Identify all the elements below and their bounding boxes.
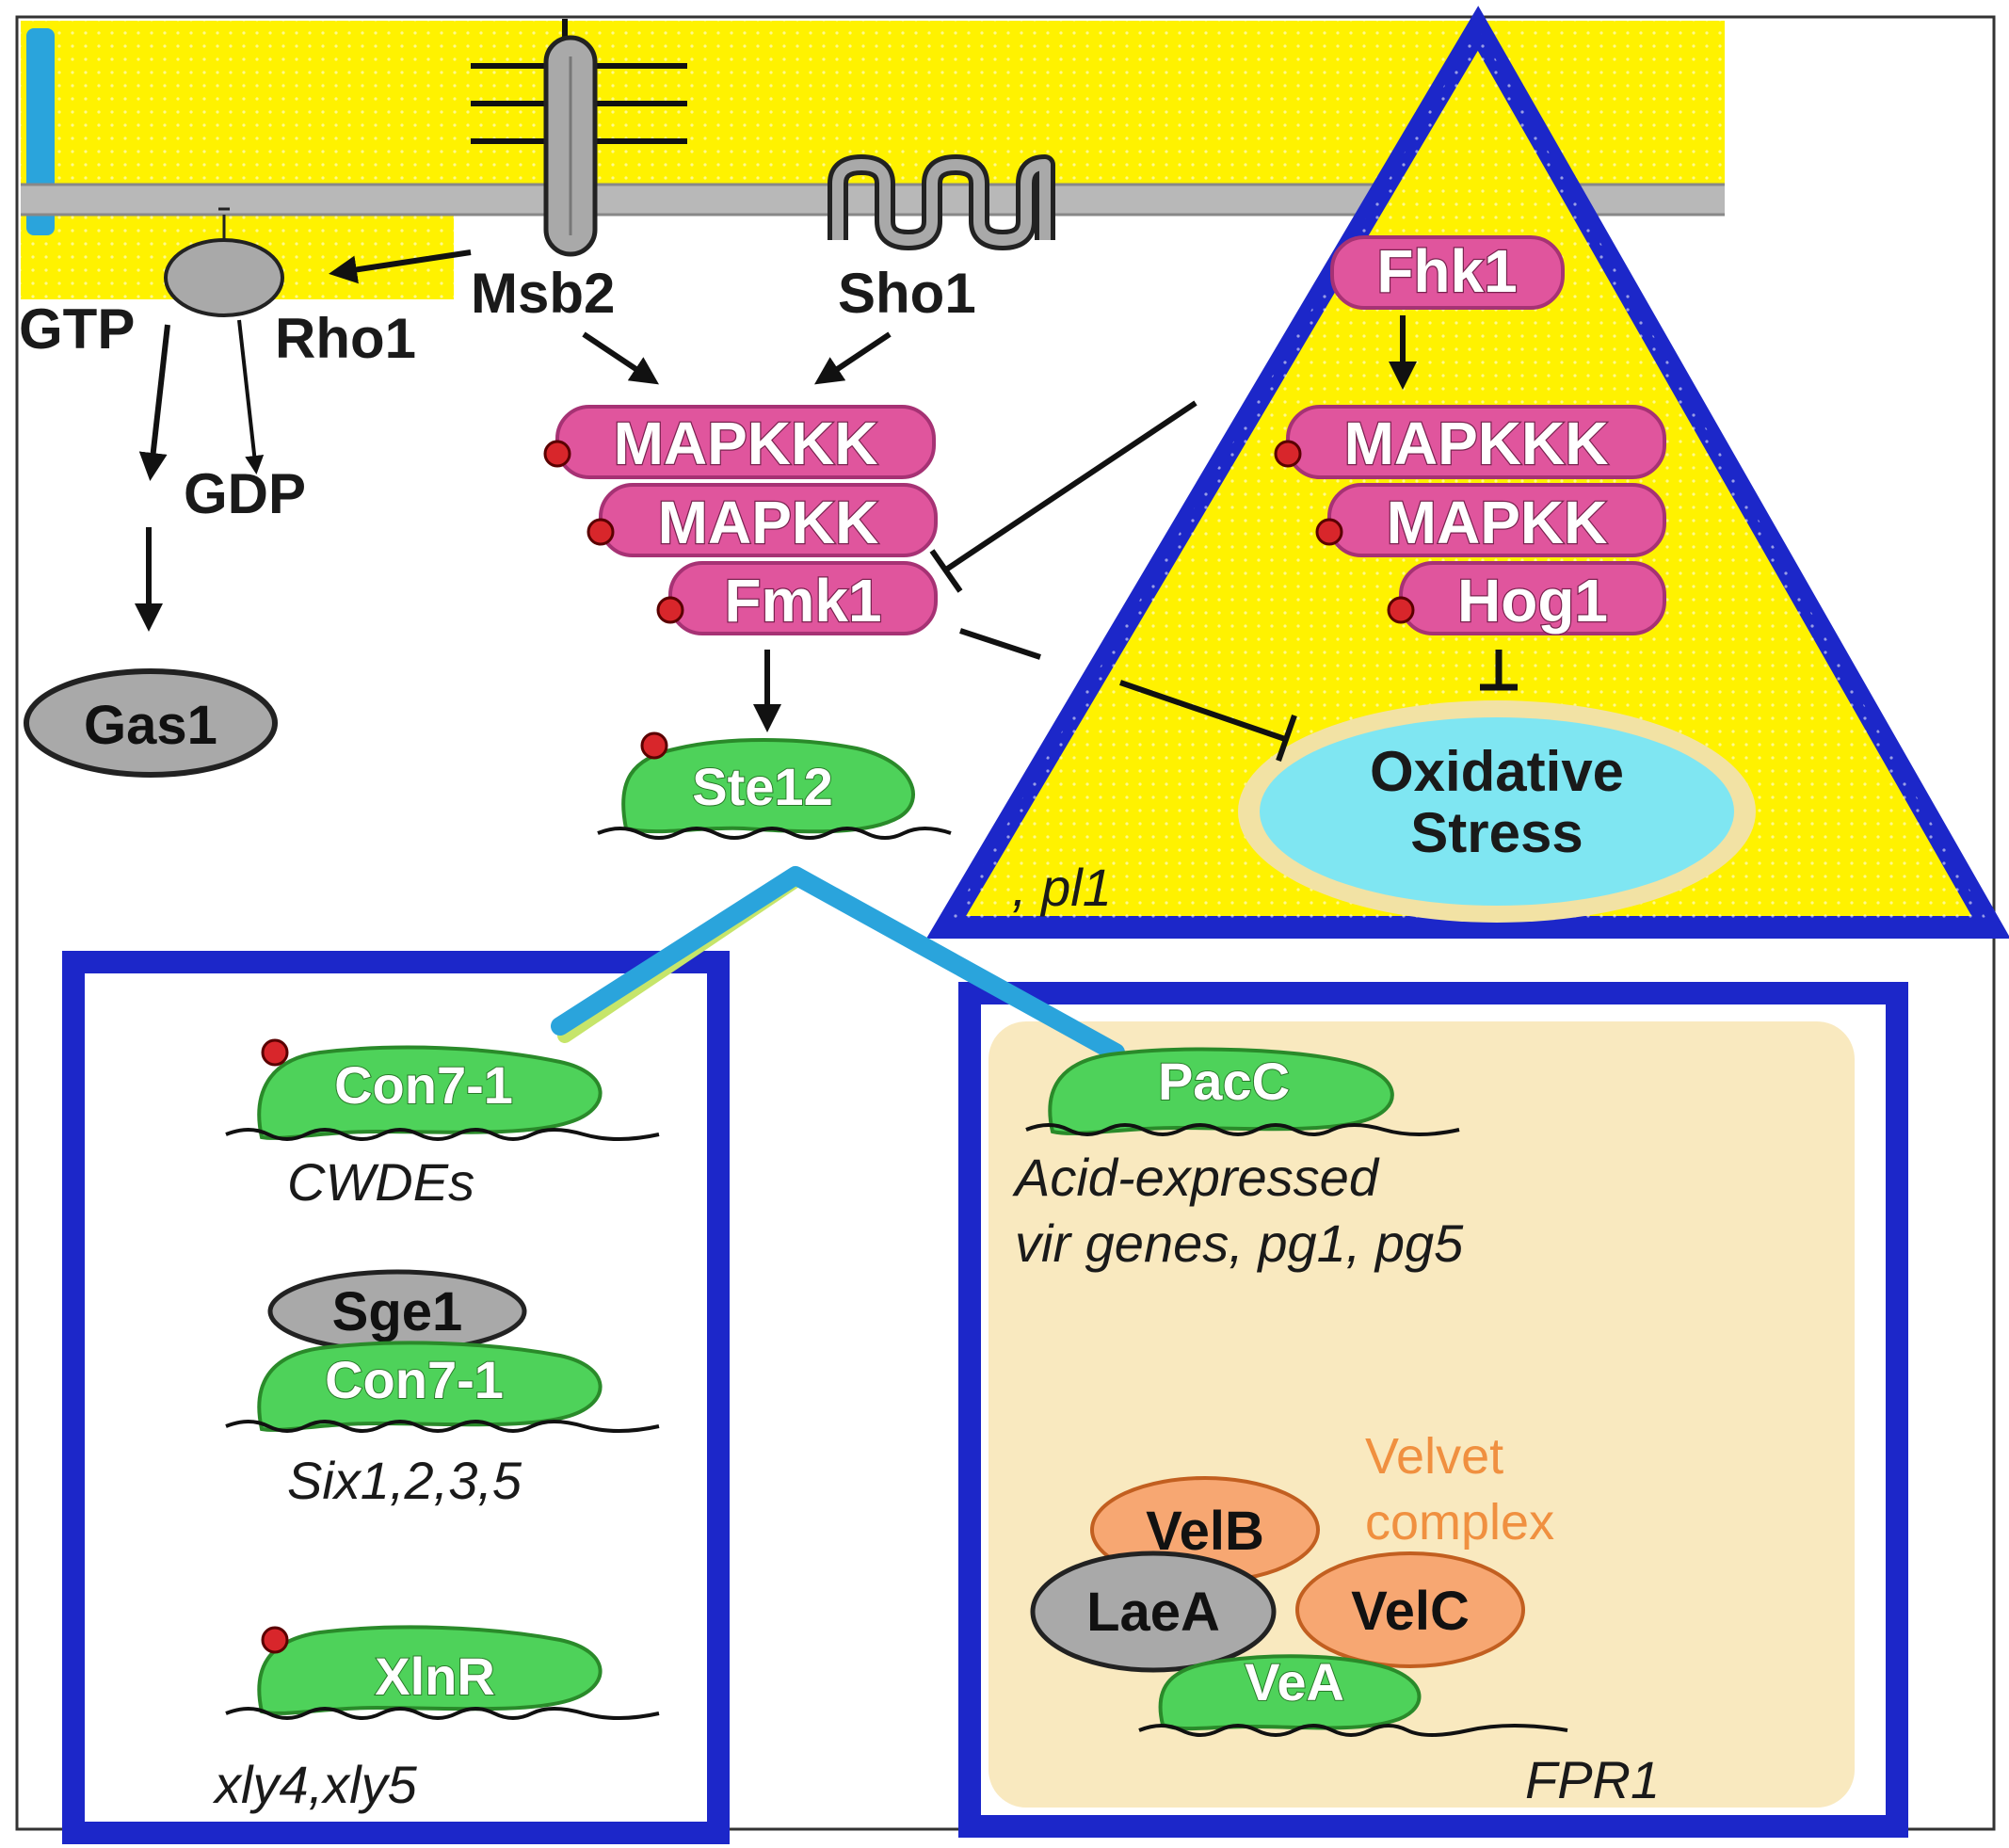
- mapkkk-right: MAPKKK: [1274, 405, 1666, 479]
- rho1-label: Rho1: [275, 307, 416, 370]
- ste12-label: Ste12: [692, 757, 832, 816]
- hog1-cascade: MAPKKK MAPKK Hog1: [1274, 405, 1666, 635]
- velvet-label: Velvet: [1365, 1428, 1503, 1485]
- laea-protein: LaeA: [1030, 1551, 1277, 1673]
- mapkk-left-label: MAPKK: [658, 489, 879, 556]
- vea-label: VeA: [1245, 1652, 1344, 1711]
- fmk1-inhibits-stress: [959, 628, 1297, 763]
- fmk1-kinase: Fmk1: [656, 561, 938, 635]
- mapkkk-left-label: MAPKKK: [614, 410, 878, 477]
- con7-1-top-factor: Con7-1: [225, 1038, 660, 1141]
- con7-1-bottom-factor: Con7-1: [225, 1341, 660, 1433]
- fhk1-label: Fhk1: [1376, 237, 1517, 305]
- vir-genes-label: vir genes, pg1, pg5: [1015, 1213, 1464, 1273]
- rho1-to-gdp-arrow: [237, 319, 265, 474]
- xlnr-label: XlnR: [375, 1647, 495, 1706]
- hog-inhibits-fmk1: [929, 400, 1197, 593]
- sge1-label: Sge1: [332, 1281, 463, 1342]
- mapkk-right-label: MAPKK: [1387, 489, 1608, 556]
- fmk1-label: Fmk1: [724, 567, 881, 635]
- mapkk-right: MAPKK: [1315, 483, 1666, 557]
- fhk1-sensor: Fhk1: [1330, 235, 1565, 310]
- velc-label: VelC: [1351, 1581, 1470, 1642]
- mapkk-left: MAPKK: [587, 483, 938, 557]
- hog1-to-stress-inhibition: [1480, 650, 1518, 691]
- right-box-background: [988, 1021, 1855, 1808]
- gdp-label: GDP: [184, 462, 306, 525]
- msb2-label: Msb2: [471, 262, 615, 325]
- rho1-to-gtp-arrow: [138, 324, 170, 481]
- fmk1-cascade: MAPKKK MAPKK Fmk1: [543, 405, 938, 635]
- oxidative-label: Oxidative: [1370, 740, 1624, 803]
- rho1-protein: [164, 207, 284, 317]
- ste12-factor: Ste12: [597, 731, 952, 840]
- gas1-label: Gas1: [84, 695, 217, 756]
- oxidative-stress: Oxidative Stress: [1238, 700, 1756, 923]
- fpr1-label: FPR1: [1525, 1750, 1660, 1809]
- pacc-label: PacC: [1158, 1052, 1290, 1111]
- con7-1-bottom-label: Con7-1: [325, 1350, 504, 1409]
- msb2-to-mapkkk-arrow: [582, 331, 659, 385]
- sho1-label: Sho1: [838, 262, 976, 325]
- msb2-receptor-icon: [471, 19, 687, 257]
- stress-label: Stress: [1410, 801, 1583, 864]
- gas1-protein: Gas1: [24, 668, 278, 778]
- ste12-targets-connector: [551, 866, 1125, 1062]
- sho1-to-mapkkk-arrow: [814, 331, 892, 385]
- cwdes-label: CWDEs: [287, 1152, 474, 1212]
- con7-1-top-label: Con7-1: [334, 1055, 513, 1115]
- complex-label: complex: [1365, 1494, 1554, 1551]
- hog1-kinase: Hog1: [1387, 561, 1666, 635]
- pacc-factor: PacC: [1025, 1047, 1460, 1136]
- velc-protein: VelC: [1295, 1551, 1525, 1668]
- mapkkk-right-label: MAPKKK: [1344, 410, 1609, 477]
- laea-label: LaeA: [1086, 1582, 1220, 1643]
- msb2-to-rho1-arrow: [329, 249, 472, 284]
- hog1-label: Hog1: [1457, 567, 1608, 635]
- pl1-gene-label: , pl1: [1012, 858, 1112, 917]
- sho1-receptor-icon: [828, 154, 1055, 250]
- acid-expressed-label: Acid-expressed: [1012, 1148, 1380, 1207]
- sge1-protein: Sge1: [267, 1269, 527, 1354]
- xly-genes-label: xly4,xly5: [212, 1755, 418, 1814]
- xlnr-factor: XlnR: [225, 1625, 660, 1720]
- vea-factor: VeA: [1138, 1651, 1568, 1737]
- gtp-label: GTP: [19, 297, 135, 361]
- six-genes-label: Six1,2,3,5: [287, 1451, 522, 1510]
- mapkkk-left: MAPKKK: [543, 405, 936, 479]
